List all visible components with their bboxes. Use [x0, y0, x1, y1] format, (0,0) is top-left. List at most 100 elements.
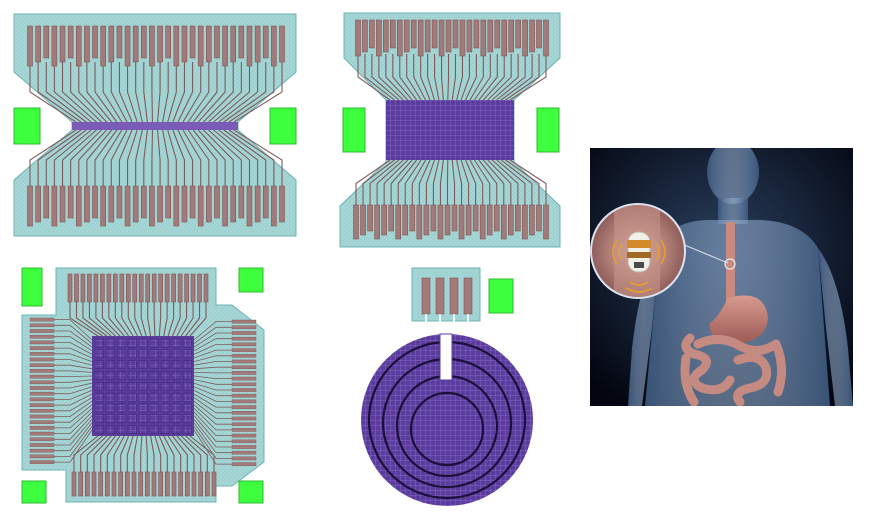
trace [469, 54, 484, 101]
electrode-cell [160, 360, 170, 370]
trace [182, 62, 202, 123]
contact-pad [124, 185, 131, 227]
electrode-block [386, 100, 514, 160]
contact-pad [445, 19, 452, 53]
trace [54, 359, 93, 366]
trace [509, 159, 547, 207]
trace [167, 300, 175, 337]
contact-pad [29, 323, 55, 328]
contact-pad [29, 334, 55, 339]
electrode-cell [149, 392, 159, 402]
contact-pad [138, 273, 144, 303]
contact-pad [438, 19, 445, 57]
contact-pad [178, 471, 183, 497]
trace [54, 353, 93, 362]
electrode-cell [127, 338, 137, 348]
trace [86, 435, 108, 474]
contact-pad [279, 25, 285, 63]
trace [176, 300, 188, 337]
electrode-cell [116, 403, 126, 413]
electrode-cell [116, 360, 126, 370]
trace [143, 62, 148, 123]
contact-pad [231, 433, 257, 438]
electrode-cell [127, 371, 137, 380]
trace [114, 300, 130, 337]
trace [135, 129, 143, 190]
electrode-cell [182, 338, 192, 348]
trace [177, 62, 194, 123]
trace [162, 129, 169, 190]
contact-pad [403, 19, 410, 53]
electrode-cell [127, 392, 137, 402]
electrode-cell [171, 360, 181, 370]
trace [157, 62, 161, 123]
contact-pad [246, 185, 253, 227]
contact-pad [480, 19, 487, 57]
trace [193, 355, 232, 362]
contact-pad [108, 185, 115, 223]
contact-pad [132, 273, 138, 303]
contact-pad [124, 25, 131, 67]
trace [37, 62, 82, 123]
electrode-cell [160, 349, 170, 359]
contact-pad [214, 25, 220, 59]
trace [106, 435, 121, 474]
trace [126, 62, 138, 123]
electrode-cell [149, 349, 159, 359]
trace [54, 404, 93, 423]
trace [86, 129, 113, 190]
trace [158, 435, 168, 474]
trace [487, 54, 512, 101]
contact-pad [158, 471, 163, 497]
dense-linear-electrode-array-layout [339, 12, 561, 248]
trace [473, 159, 491, 207]
contact-pad [29, 380, 55, 385]
trace [441, 54, 444, 101]
electrode-cell [105, 338, 115, 348]
trace [378, 54, 404, 101]
contact-pad [29, 397, 55, 402]
contact-pad [231, 462, 257, 466]
electrode-cell [138, 360, 148, 370]
trace [88, 300, 112, 337]
contact-pad [508, 19, 514, 53]
contact-pad [231, 348, 257, 352]
trace [213, 62, 251, 123]
electrode-strip [72, 122, 238, 130]
contact-pad [165, 25, 171, 59]
electrode-cell [138, 425, 148, 434]
electrode-grid-cells [94, 338, 192, 434]
trace [54, 364, 93, 370]
contact-pad [421, 277, 431, 315]
contact-pad [493, 204, 500, 232]
trace [53, 129, 92, 190]
trace [406, 54, 422, 101]
contact-pad [29, 443, 55, 447]
trace [193, 375, 232, 380]
trace [362, 159, 395, 207]
contact-pad [59, 25, 66, 63]
contact-pad [214, 185, 220, 219]
trace [487, 159, 512, 207]
contact-pad [479, 204, 486, 240]
electrode-cell [138, 392, 148, 402]
contact-pad [444, 204, 451, 236]
contact-pad [29, 329, 55, 333]
electrode-cell [171, 392, 181, 402]
trace [70, 62, 102, 123]
contact-pad [522, 19, 528, 57]
contact-pad [149, 185, 155, 227]
electrode-cell [149, 371, 159, 380]
contact-pad [423, 204, 430, 236]
trace [80, 435, 103, 474]
contact-pad [116, 25, 123, 59]
trace [54, 336, 93, 352]
trace [451, 159, 456, 207]
trace [218, 129, 259, 190]
contact-pad [231, 411, 257, 415]
ingestible-capsule-icon [627, 231, 651, 273]
electrode-cell [127, 403, 137, 413]
contact-pad [409, 204, 416, 232]
trace [127, 300, 138, 337]
electrode-cell [160, 338, 170, 348]
